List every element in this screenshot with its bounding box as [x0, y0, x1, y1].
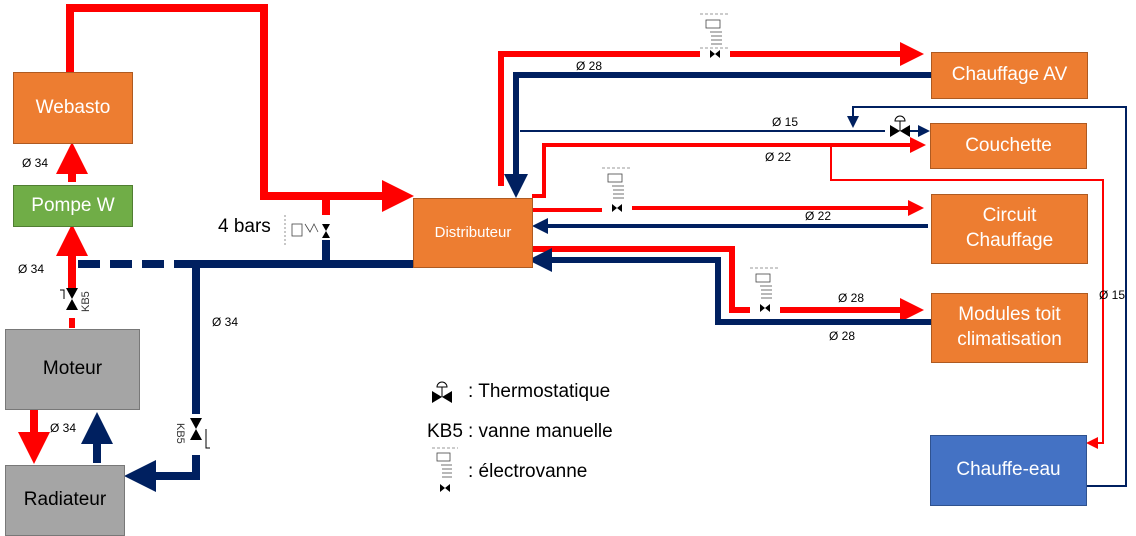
modules-toit-label-1: Modules toit — [958, 304, 1061, 326]
pompe-w-label: Pompe W — [31, 194, 115, 216]
pipe-modules-supply — [532, 246, 750, 313]
pipe-modules-return — [528, 248, 932, 325]
pompe-w-box[interactable]: Pompe W — [13, 185, 133, 227]
couchette-box[interactable]: Couchette — [930, 123, 1087, 169]
pressure-label: 4 bars — [218, 216, 271, 237]
pipe-chauffage-av-supply — [498, 51, 700, 186]
pipe-chauffe-eau-supply — [830, 145, 1104, 449]
modules-toit-box[interactable]: Modules toit climatisation — [931, 293, 1088, 363]
chauffe-eau-label: Chauffe-eau — [956, 459, 1061, 481]
diameter-label: Ø 15 — [772, 115, 799, 129]
diameter-label: Ø 34 — [50, 421, 77, 435]
legend-solenoid-icon — [432, 447, 458, 492]
kb5-valve-icon[interactable] — [190, 418, 210, 449]
pipe-return-radiator-lower — [124, 455, 200, 492]
chauffage-av-label: Chauffage AV — [951, 64, 1068, 86]
moteur-box[interactable]: Moteur — [5, 329, 140, 410]
distributeur-box[interactable]: Distributeur — [413, 198, 533, 268]
pipe-chauffage-av-return — [504, 72, 932, 198]
legend-solenoid: : électrovanne — [468, 461, 588, 482]
circuit-chauffage-label-1: Circuit — [982, 205, 1037, 227]
chauffage-av-box[interactable]: Chauffage AV — [931, 52, 1088, 99]
legend-thermostatic-icon — [432, 381, 452, 403]
diameter-label: Ø 22 — [805, 209, 832, 223]
couchette-label: Couchette — [965, 134, 1052, 156]
radiateur-label: Radiateur — [23, 489, 107, 511]
webasto-box[interactable]: Webasto — [13, 72, 133, 144]
chauffe-eau-box[interactable]: Chauffe-eau — [930, 435, 1087, 506]
diameter-label: Ø 34 — [22, 156, 49, 170]
modules-toit-label-2: climatisation — [957, 329, 1062, 350]
diameter-label: Ø 15 — [1099, 288, 1126, 302]
circuit-chauffage-box[interactable]: Circuit Chauffage — [931, 194, 1088, 264]
diameter-label: Ø 22 — [765, 150, 792, 164]
pipe-webasto-distributeur — [66, 4, 414, 212]
legend-manual: : vanne manuelle — [468, 421, 613, 442]
solenoid-valve-icon[interactable] — [750, 267, 780, 312]
diameter-label: Ø 34 — [212, 315, 239, 329]
kb5-label: KB5 — [80, 291, 92, 312]
distributeur-label: Distributeur — [434, 224, 512, 242]
moteur-label: Moteur — [42, 358, 103, 380]
diameter-label: Ø 28 — [829, 329, 856, 343]
kb5-valve-icon[interactable] — [60, 288, 78, 310]
kb5-label: KB5 — [174, 423, 186, 444]
diameter-label: Ø 28 — [838, 291, 865, 305]
pipe-couchette-supply — [532, 137, 926, 198]
solenoid-valve-icon[interactable] — [602, 167, 632, 212]
webasto-label: Webasto — [35, 96, 111, 118]
radiateur-box[interactable]: Radiateur — [5, 465, 125, 536]
diameter-label: Ø 34 — [18, 262, 45, 276]
circuit-chauffage-label-2: Chauffage — [965, 230, 1054, 251]
pipe-chauffe-eau-return — [847, 106, 1127, 487]
solenoid-valve-icon[interactable] — [700, 13, 730, 58]
legend-manual-code: KB5 — [427, 421, 463, 442]
thermostatic-valve-icon[interactable] — [890, 115, 910, 137]
pressure-valve-icon[interactable] — [284, 215, 330, 245]
diameter-label: Ø 28 — [576, 59, 603, 73]
legend-thermostatic: : Thermostatique — [468, 381, 611, 402]
